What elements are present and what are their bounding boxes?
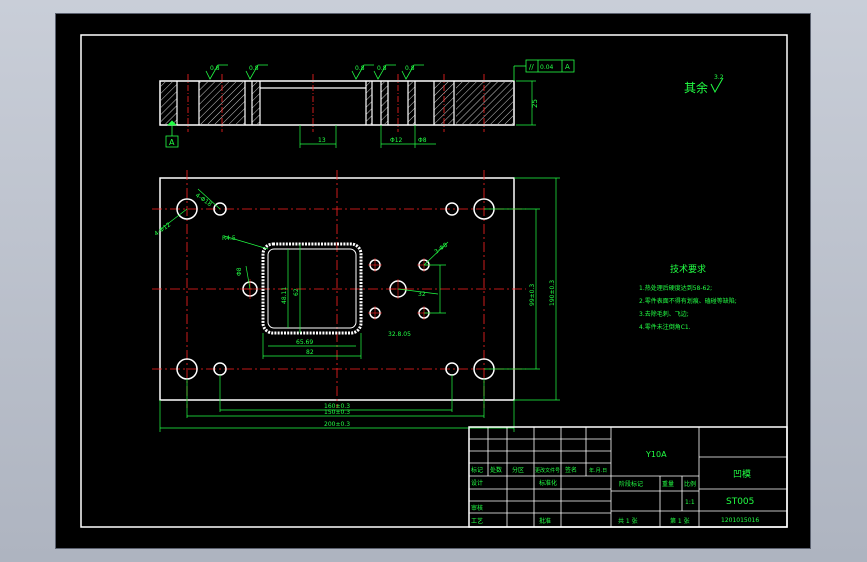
drawing-frame — [80, 34, 788, 528]
dim-hole1: Φ12 — [390, 137, 403, 144]
tb-row-label: 审核 — [471, 504, 483, 512]
dim-width-1: 160±0.3 — [324, 403, 350, 410]
tb-header: 处数 — [490, 466, 502, 474]
tb-scale-value: 1:1 — [685, 499, 695, 506]
callout-pin-hole: Φ8 — [236, 267, 243, 276]
cavity-outline — [261, 242, 363, 335]
section-outline — [159, 80, 515, 126]
dim-cavity-h2: 62 — [293, 288, 300, 296]
dim-height: 25 — [531, 99, 539, 108]
cad-viewport[interactable]: 0.8 0.8 0.8 0.8 0.8 A // 0.04 A 25 — [55, 13, 811, 549]
cavity-inner — [267, 248, 357, 329]
tech-requirements: 技术要求 1.热处理后硬度达到58-62; 2.零件表面不得有划痕、磕碰等缺陷;… — [639, 263, 737, 331]
dim-small-hole: 32.8.05 — [388, 331, 411, 338]
tb-approve: 批准 — [539, 517, 551, 525]
dim-height-inner: 99±0.3 — [529, 284, 536, 306]
tb-row-label: 设计 — [471, 479, 483, 487]
tolerance-symbol: // — [529, 63, 534, 71]
tech-req-item: 2.零件表面不得有划痕、磕碰等缺陷; — [639, 297, 737, 305]
tb-header: 分区 — [512, 466, 524, 474]
dim-cavity-w1: 65.69 — [296, 339, 313, 346]
tb-part-name: 凹模 — [733, 469, 751, 480]
tb-header: 年.月.日 — [589, 467, 607, 474]
tb-weight-label: 重量 — [662, 480, 674, 488]
section-view: 0.8 0.8 0.8 0.8 0.8 A // 0.04 A 25 — [159, 59, 575, 148]
tb-sheet-no: 第 1 张 — [670, 517, 690, 525]
tech-req-item: 1.热处理后硬度达到58-62; — [639, 284, 712, 292]
tb-sheet-total: 共 1 张 — [618, 517, 638, 525]
callout-cavity-radius: R4.5 — [222, 235, 236, 242]
tb-material: Y10A — [645, 450, 667, 459]
title-block: 标记 处数 分区 更改文件号 签名 年.月.日 设计 审核 工艺 标准化 批准 … — [468, 426, 788, 528]
tb-scale-label: 比例 — [684, 480, 696, 488]
tb-standardize: 标准化 — [539, 479, 557, 487]
roughness-other-label: 其余 — [684, 80, 708, 95]
dim-height-outer: 190±0.3 — [549, 280, 556, 306]
tech-req-title: 技术要求 — [670, 263, 706, 275]
tech-req-item: 3.去除毛刺、飞边; — [639, 310, 689, 318]
dim-cavity-h1: 48.11 — [281, 287, 288, 304]
tb-drawing-no: ST005 — [726, 497, 754, 507]
dim-hole2: Φ8 — [418, 137, 427, 144]
dim-slot: 13 — [318, 137, 326, 144]
drawing-canvas: 0.8 0.8 0.8 0.8 0.8 A // 0.04 A 25 — [80, 34, 788, 528]
tb-row-label: 工艺 — [471, 517, 483, 525]
datum-label: A — [169, 138, 175, 147]
tech-req-item: 4.零件未注倒角C1. — [639, 323, 691, 331]
dim-width-3: 200±0.3 — [324, 421, 350, 428]
roughness-other-value: 3.2 — [714, 74, 724, 81]
roughness-mark: 0.8 — [210, 65, 220, 72]
tb-header: 签名 — [565, 466, 577, 474]
roughness-mark: 0.8 — [249, 65, 259, 72]
roughness-mark: 0.8 — [355, 65, 365, 72]
tb-header: 更改文件号 — [535, 467, 560, 474]
tb-code: 1201015016 — [721, 517, 759, 524]
roughness-mark: 0.8 — [405, 65, 415, 72]
dim-pin-spacing: 32 — [418, 291, 426, 298]
tolerance-datum: A — [565, 63, 570, 71]
tb-stage-label: 阶段标记 — [619, 480, 643, 488]
tb-header: 标记 — [471, 466, 483, 474]
plan-view: 4-Φ12 4-Φ18 R4.5 3-Φ8 Φ8 32.8.05 32 65.6… — [152, 170, 560, 432]
dim-cavity-w2: 82 — [306, 349, 314, 356]
tolerance-value: 0.04 — [540, 64, 554, 71]
dim-width-2: 150±0.3 — [324, 409, 350, 416]
tolerance-frame — [513, 59, 575, 81]
roughness-mark: 0.8 — [377, 65, 387, 72]
callout-corner: 4-Φ12 — [153, 221, 172, 237]
